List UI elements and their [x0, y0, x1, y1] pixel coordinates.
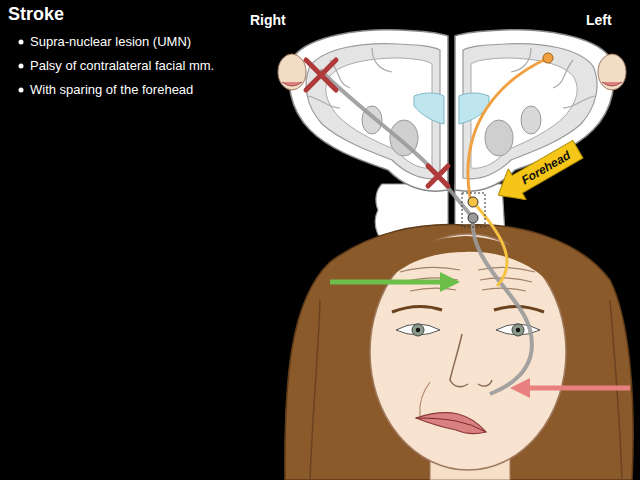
orange-dot: [543, 53, 553, 63]
nose: [450, 334, 492, 387]
yellow-dot: [468, 197, 478, 207]
grey-pathway: [320, 70, 532, 394]
brain-hemisphere-left: [455, 30, 614, 191]
eyes: [396, 324, 540, 336]
mouth: [416, 413, 486, 434]
forehead-wrinkles: [400, 267, 535, 291]
title: Stroke: [8, 4, 64, 26]
hair-fringe: [372, 236, 562, 300]
side-label: Left: [586, 12, 612, 29]
bullet-text: With sparing of the forehead: [30, 82, 193, 98]
bullet-text: Supra-nuclear lesion (UMN): [30, 34, 191, 50]
pink-arrow: [518, 386, 630, 391]
bullet-dots: [19, 40, 24, 93]
hair: [285, 224, 633, 480]
homunculus-faces: [278, 54, 626, 90]
yellow-pathway: [473, 202, 507, 286]
green-arrow: [330, 280, 452, 285]
grey-dot: [468, 213, 478, 223]
face: [370, 234, 566, 470]
arrow-fill: [489, 134, 587, 211]
bullet-text: Palsy of contralateral facial mm.: [30, 58, 214, 74]
side-label: Right: [250, 12, 286, 29]
lesion-marks: [306, 60, 448, 186]
brain-hemisphere-right: [289, 30, 448, 191]
nucleus-box: [462, 193, 485, 227]
